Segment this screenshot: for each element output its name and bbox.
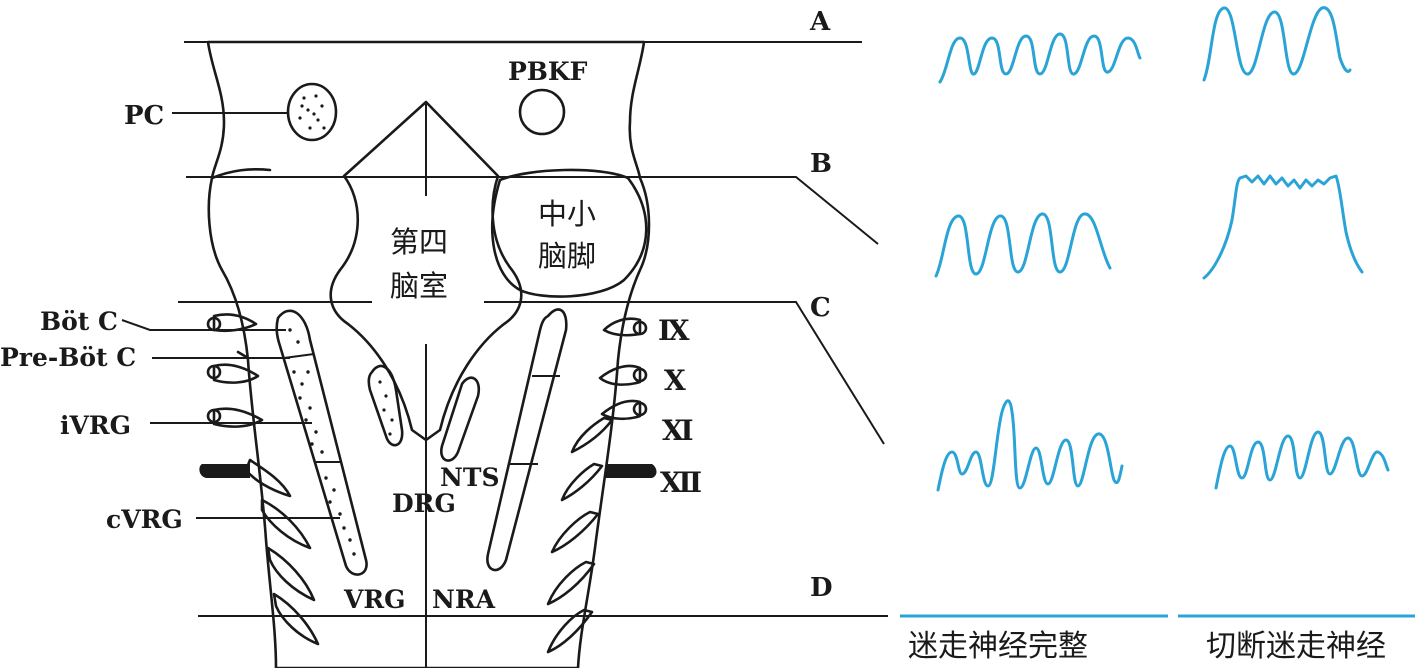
middle-cerebellar-peduncle (490, 168, 648, 298)
nra-column (440, 376, 481, 462)
brainstem-outline (206, 40, 651, 668)
trace-a-cut (1202, 6, 1352, 82)
nerve-ix-label: Ⅸ (658, 316, 690, 347)
peduncle-label-line1: 中小 (538, 197, 596, 231)
brainstem (199, 40, 657, 668)
section-lines (178, 41, 888, 617)
trace-c-cut (1214, 430, 1390, 490)
nra-label: NRA (432, 585, 496, 614)
pc-label: PC (124, 101, 164, 131)
nts-column (486, 308, 568, 572)
trace-a-intact (938, 32, 1142, 84)
pc-nucleus (286, 82, 338, 142)
cut-column-label: 切断迷走神经 (1206, 629, 1386, 664)
fiber-tracts-right (546, 416, 614, 654)
vrg-column-left (275, 309, 368, 576)
level-d-label: D (810, 573, 833, 603)
pbkf-nucleus (518, 88, 566, 136)
nerve-roots-right (598, 317, 657, 478)
level-c-label: C (810, 293, 831, 323)
breathing-traces (934, 6, 1390, 492)
cvrg-label: cVRG (106, 505, 183, 534)
intact-column-label: 迷走神经完整 (908, 629, 1088, 664)
trace-c-intact (936, 399, 1124, 492)
drg-label: DRG (392, 489, 456, 518)
nts-label: NTS (440, 463, 500, 492)
nerve-roots-left (199, 313, 264, 478)
trace-b-intact (934, 212, 1112, 278)
fourth-ventricle-label-line1: 第四 (390, 225, 448, 259)
level-a-label: A (809, 7, 831, 37)
level-b-label: B (810, 149, 832, 179)
nerve-xi-label: Ⅺ (662, 416, 694, 447)
ivrg-label: iVRG (60, 411, 131, 440)
trace-b-cut (1202, 174, 1364, 280)
botc-label: Böt C (40, 307, 118, 336)
nerve-xii-label: Ⅻ (660, 468, 702, 499)
vrg-label: VRG (343, 585, 406, 614)
prebotc-label: Pre-Böt C (0, 343, 136, 372)
nerve-x-label: Ⅹ (664, 366, 686, 397)
peduncle-label-line2: 脑脚 (538, 239, 596, 273)
pbkf-label: PBKF (508, 57, 588, 86)
drg-column (367, 364, 404, 447)
fourth-ventricle-label-line2: 脑室 (390, 269, 448, 303)
